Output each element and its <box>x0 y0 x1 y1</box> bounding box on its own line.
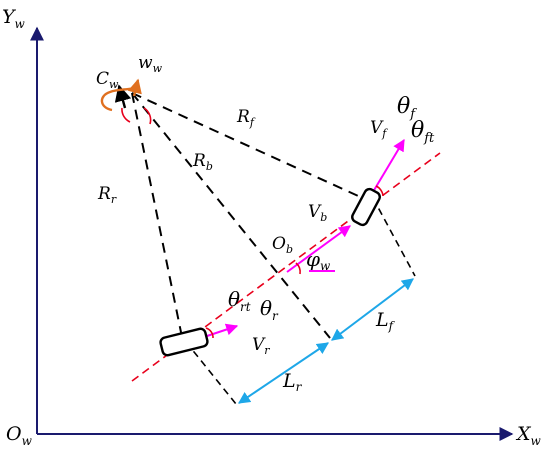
rear-wheel <box>159 327 209 357</box>
radius-body-line <box>131 92 331 339</box>
phi-angle-arc <box>295 262 301 275</box>
label-yw: Yw <box>2 6 26 31</box>
label-lf: Lf <box>375 309 396 333</box>
radius-front-line <box>131 92 368 201</box>
label-rb: Rb <box>192 151 213 173</box>
front-wheel <box>351 187 381 227</box>
label-vf: Vf <box>370 118 388 140</box>
rear-projection-line <box>185 341 237 405</box>
lr-dimension-arrow <box>238 342 329 404</box>
front-steer-angle-arc <box>375 185 384 197</box>
rotation-arrow-head <box>127 78 142 97</box>
rear-steer-angle-arc <box>205 327 214 339</box>
label-vr: Vr <box>252 335 270 357</box>
label-theta-ft: θft <box>411 118 435 146</box>
radius-rear-line <box>131 92 184 343</box>
center-angle-arc-left <box>121 107 131 123</box>
center-angle-arc-right <box>143 107 152 125</box>
label-phi-w: φw <box>306 247 331 273</box>
label-lr: Lr <box>282 370 303 394</box>
label-cw: Cw <box>96 69 119 91</box>
label-theta-f: θf <box>397 94 417 122</box>
label-xw: Xw <box>515 423 542 448</box>
label-ow: Ow <box>6 423 33 448</box>
lf-dimension-arrow <box>331 278 414 341</box>
vehicle-centerline <box>131 152 441 382</box>
label-theta-r: θr <box>260 296 279 323</box>
label-ob: Ob <box>272 234 293 256</box>
rotation-arrow <box>100 86 135 112</box>
label-vb: Vb <box>308 202 327 224</box>
front-projection-line <box>372 197 416 277</box>
label-theta-rt: θrt <box>228 287 251 314</box>
label-rf: Rf <box>236 107 256 129</box>
label-ww: ww <box>138 53 163 75</box>
label-rr: Rr <box>97 184 117 206</box>
